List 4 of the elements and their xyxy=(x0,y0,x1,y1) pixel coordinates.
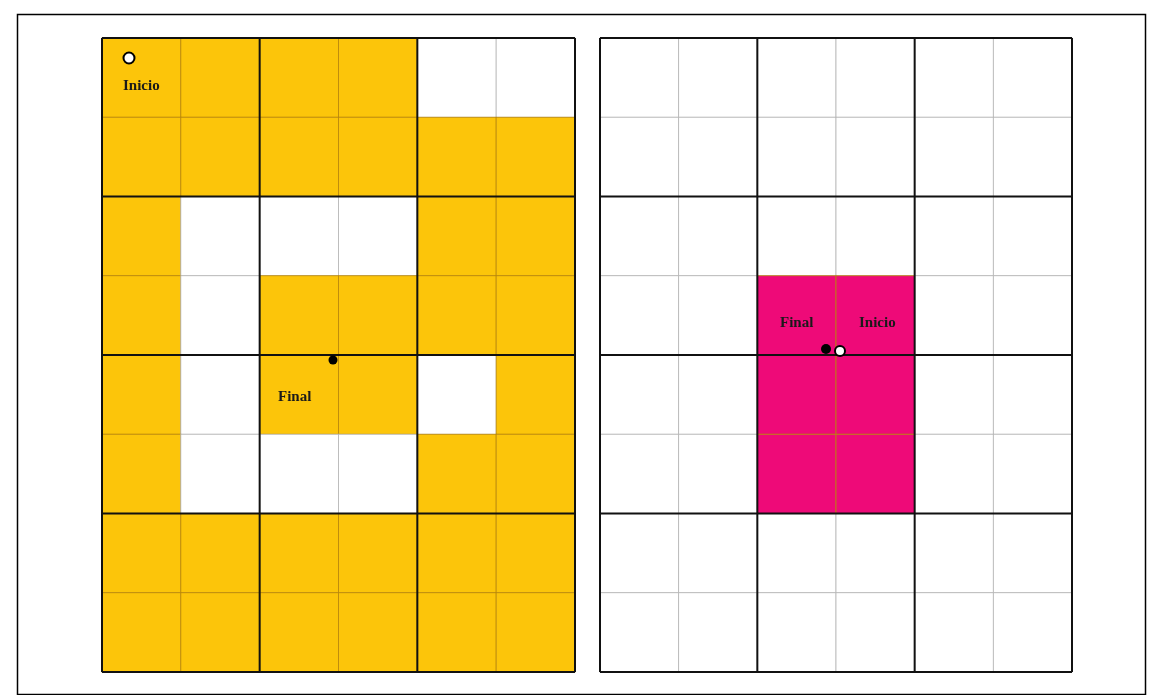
point-label: Inicio xyxy=(123,78,160,93)
point-label: Final xyxy=(780,315,814,330)
point-label: Inicio xyxy=(859,315,896,330)
point-label: Final xyxy=(278,389,312,404)
